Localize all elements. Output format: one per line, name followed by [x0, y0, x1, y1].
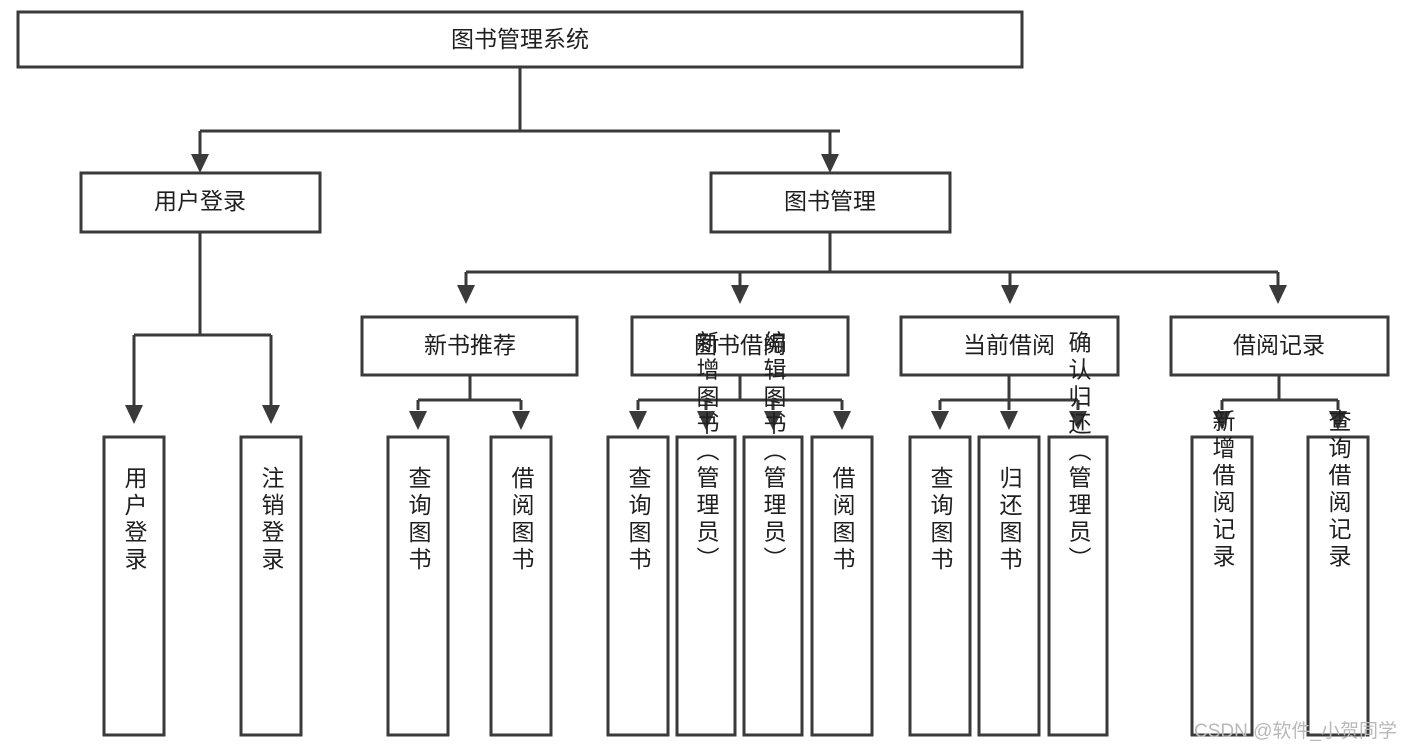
- leaf-label-add-book-admin: 新增图书（管理员）: [693, 331, 720, 574]
- leaf-label-logout: 注销登录: [258, 466, 285, 574]
- leaf-edit-book-admin[interactable]: 编辑图书（管理员）: [742, 331, 804, 737]
- leaf-logout[interactable]: 注销登录: [239, 435, 303, 737]
- connectors-current-to-leaves: [931, 375, 1087, 430]
- leaf-label-query-book-3: 查询图书: [927, 466, 954, 574]
- node-label-book-management: 图书管理: [784, 188, 876, 214]
- node-label-current-borrow: 当前借阅: [963, 332, 1055, 358]
- leaf-label-query-book-2: 查询图书: [625, 466, 652, 574]
- leaf-add-book-admin[interactable]: 新增图书（管理员）: [675, 331, 737, 737]
- node-label-borrow-records: 借阅记录: [1233, 332, 1325, 358]
- leaf-label-add-borrow-record: 新增借阅记录: [1209, 409, 1236, 571]
- leaf-label-edit-book-admin: 编辑图书（管理员）: [760, 331, 787, 574]
- node-book-borrow[interactable]: 图书借阅: [630, 315, 850, 377]
- leaf-query-book-2[interactable]: 查询图书: [606, 435, 670, 737]
- leaf-query-book-3[interactable]: 查询图书: [908, 435, 972, 737]
- node-book-management[interactable]: 图书管理: [709, 171, 952, 234]
- node-current-borrow[interactable]: 当前借阅: [899, 315, 1120, 377]
- node-borrow-records[interactable]: 借阅记录: [1169, 315, 1390, 377]
- node-new-book-recommend[interactable]: 新书推荐: [360, 315, 579, 377]
- leaf-add-borrow-record[interactable]: 新增借阅记录: [1190, 409, 1254, 737]
- connectors-borrow-to-leaves: [629, 375, 851, 430]
- node-root-system[interactable]: 图书管理系统: [16, 10, 1024, 69]
- leaf-label-confirm-return-admin: 确认归还（管理员）: [1065, 331, 1092, 574]
- leaf-label-query-book-1: 查询图书: [405, 466, 432, 574]
- leaf-query-book-1[interactable]: 查询图书: [386, 435, 450, 737]
- leaf-return-book[interactable]: 归还图书: [977, 435, 1041, 737]
- leaf-label-borrow-book-2: 借阅图书: [829, 466, 856, 574]
- node-label-book-borrow: 图书借阅: [694, 332, 786, 358]
- connectors-records-to-leaves: [1213, 375, 1347, 430]
- leaf-label-borrow-book-1: 借阅图书: [508, 466, 535, 574]
- connectors-userlogin-to-leaves: [125, 232, 280, 424]
- node-user-login[interactable]: 用户登录: [79, 171, 322, 234]
- connectors-newbook-to-leaves: [409, 375, 530, 430]
- connectors-root-to-level2: [191, 67, 840, 173]
- node-label-new-book-recommend: 新书推荐: [424, 332, 516, 358]
- leaf-user-login[interactable]: 用户登录: [102, 435, 166, 737]
- connectors-bookmgmt-to-level3: [457, 232, 1287, 304]
- leaf-query-borrow-record[interactable]: 查询借阅记录: [1306, 409, 1370, 737]
- leaf-confirm-return-admin[interactable]: 确认归还（管理员）: [1047, 331, 1109, 737]
- leaf-borrow-book-2[interactable]: 借阅图书: [810, 435, 874, 737]
- node-label-user-login: 用户登录: [154, 188, 246, 214]
- leaf-borrow-book-1[interactable]: 借阅图书: [489, 435, 553, 737]
- node-label-root: 图书管理系统: [451, 26, 589, 52]
- leaf-label-query-borrow-record: 查询借阅记录: [1325, 409, 1352, 571]
- leaf-label-user-login: 用户登录: [121, 466, 148, 574]
- leaf-label-return-book: 归还图书: [996, 466, 1023, 574]
